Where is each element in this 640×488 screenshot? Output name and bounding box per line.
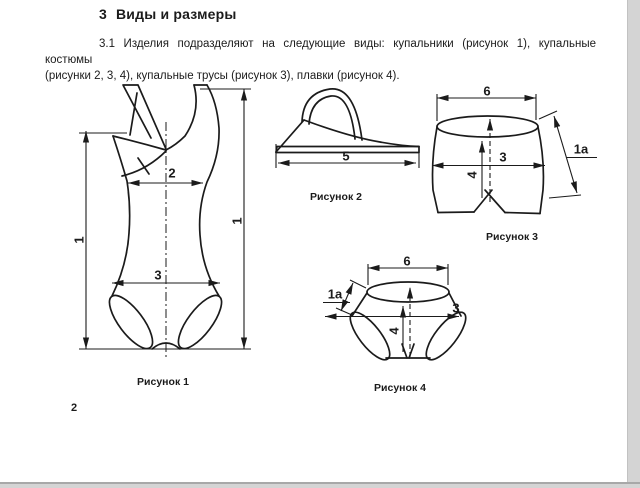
fig1-leg-opening-left — [108, 294, 154, 350]
fig2-neck-diagonal — [275, 119, 305, 153]
fig3-extension-lines-side — [538, 110, 582, 199]
fig3-crotch-notch — [473, 189, 506, 214]
fig1-body-outline-left — [111, 135, 131, 297]
fig4-dim-waist-label: 6 — [403, 254, 410, 269]
figure-2-bra-top: 5 Рисунок 2 — [275, 88, 420, 203]
fig1-dim-height-right-label: 1 — [230, 217, 245, 224]
fig4-dim-side-line — [340, 282, 354, 312]
fig2-strap-outer-arc — [301, 88, 363, 141]
fig1-dim-height-left-label: 1 — [72, 236, 87, 243]
fig4-dim-rise-label: 4 — [387, 327, 402, 335]
paragraph-line-2: (рисунки 2, 3, 4), купальные трусы (рису… — [45, 70, 400, 82]
fig1-left-strap-crossed — [122, 84, 167, 150]
fig1-dim-bust-label: 2 — [168, 166, 175, 181]
fig1-leg-opening-right — [177, 294, 223, 350]
fig1-neckline-right — [165, 84, 197, 151]
fig1-dim-hip-label: 3 — [154, 268, 161, 283]
figure-4-briefs: 6 3 4 1a Рисунок 4 — [323, 254, 467, 394]
fig2-extension-lines — [275, 144, 420, 168]
fig2-cup-edge — [303, 119, 420, 148]
fig2-caption: Рисунок 2 — [310, 191, 362, 203]
fig3-side-left — [431, 126, 439, 214]
fig4-extension-lines-side — [335, 279, 367, 316]
fig4-gusset-seam — [401, 343, 415, 359]
figure-1-swimsuit: 1 1 2 3 Рисунок 1 — [72, 84, 251, 388]
fig2-dim-width-label: 5 — [342, 149, 349, 164]
fig4-caption: Рисунок 4 — [374, 382, 426, 394]
page-number: 2 — [71, 402, 78, 414]
fig4-waist-ellipse — [366, 281, 450, 303]
fig3-dim-rise-label: 4 — [465, 171, 480, 179]
fig1-caption: Рисунок 1 — [137, 376, 189, 388]
page-edge-bottom — [0, 482, 640, 488]
fig1-wrap-top-edge — [112, 135, 167, 151]
fig1-wrap-bottom-edge — [121, 150, 167, 177]
fig3-dim-side-line — [553, 115, 578, 194]
fig1-dart-line — [137, 157, 150, 175]
figure-3-trunks: 6 3 4 1a Рисунок 3 — [431, 84, 597, 243]
fig3-hem-lines — [437, 211, 541, 215]
section-number: 3 — [99, 6, 107, 22]
fig4-leg-opening-left — [349, 311, 391, 361]
fig1-extension-lines — [79, 88, 251, 350]
section-heading: 3 Виды и размеры — [99, 6, 237, 22]
fig3-side-right — [537, 126, 545, 215]
fig2-band — [275, 145, 420, 154]
fig4-dim-side-label: 1a — [328, 287, 343, 302]
paragraph-line-1: 3.1 Изделия подразделяют на следующие ви… — [45, 38, 596, 66]
fig4-dim-hip-label: 3 — [452, 301, 459, 316]
fig3-waist-ellipse — [436, 115, 539, 138]
page-edge-right — [627, 0, 640, 488]
body-paragraph: 3.1 Изделия подразделяют на следующие ви… — [45, 36, 596, 84]
fig3-dim-hip-label: 3 — [499, 150, 506, 165]
fig3-dim-side-label: 1a — [574, 142, 589, 157]
fig3-dim-waist-label: 6 — [483, 84, 490, 99]
fig1-body-outline-right — [198, 84, 220, 297]
fig1-crotch-arch — [151, 342, 181, 350]
fig2-strap-inner-arc — [308, 95, 356, 140]
fig4-leg-opening-right — [425, 311, 467, 361]
section-title: Виды и размеры — [116, 6, 237, 22]
fig3-caption: Рисунок 3 — [486, 231, 538, 243]
